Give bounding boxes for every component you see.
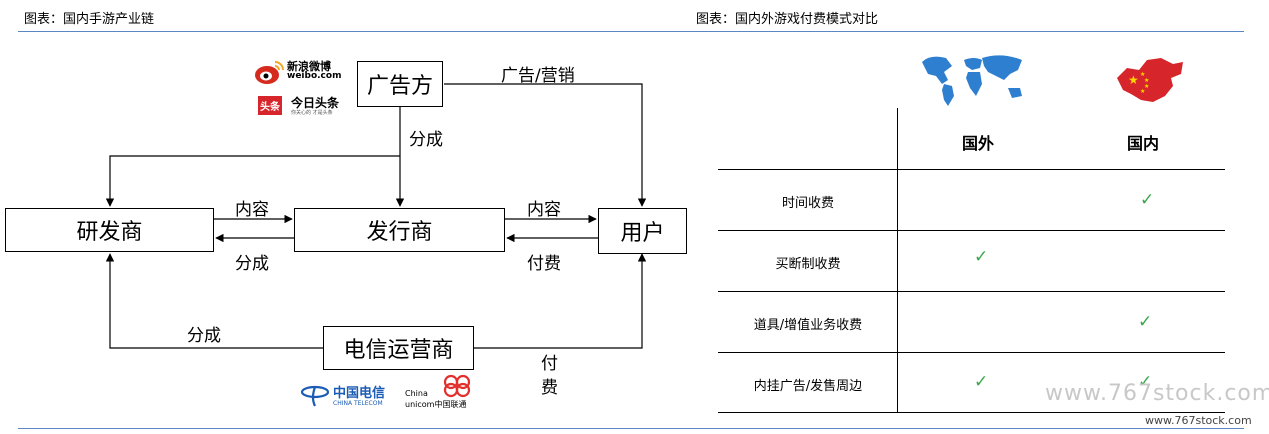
label-pub-user-content: 内容: [527, 200, 561, 220]
svg-text:★: ★: [1128, 73, 1139, 87]
unicom-knot-icon: [443, 374, 471, 398]
unicom-en1-text: China: [405, 389, 428, 398]
watermark-small: www.767stock.com: [1145, 414, 1252, 427]
weibo-en-text: weibo.com: [287, 71, 342, 81]
svg-text:★: ★: [1140, 71, 1145, 78]
weibo-eye-icon: [255, 61, 284, 84]
edge-telecom-to-dev: [105, 253, 323, 349]
weibo-cn-text: 新浪微博: [287, 60, 331, 73]
left-figure-title: 图表：国内手游产业链: [24, 12, 155, 27]
check-foreign: ✓: [974, 247, 989, 267]
china-telecom-logo: 中国电信 CHINA TELECOM: [300, 380, 400, 412]
edge-ad-to-developer: [105, 155, 400, 207]
table-row-divider: [718, 412, 1225, 413]
svg-text:★: ★: [1144, 77, 1149, 84]
watermark-large: www.767stock.com: [1045, 381, 1269, 406]
label-ad-share: 分成: [409, 130, 443, 150]
check-domestic: ✓: [1140, 190, 1155, 210]
edge-ad-to-user: [444, 83, 647, 207]
label-telecom-pay-2: 费: [541, 378, 558, 398]
right-figure-title: 图表：国内外游戏付费模式对比: [696, 12, 879, 27]
svg-text:★: ★: [1144, 83, 1149, 90]
table-row-label: 时间收费: [781, 196, 834, 211]
check-foreign: ✓: [974, 372, 989, 392]
table-row-divider: [718, 169, 1225, 170]
label-telecom-pay-1: 付: [541, 354, 558, 374]
node-publisher: 发行商: [294, 208, 505, 252]
check-domestic: ✓: [1138, 312, 1153, 332]
column-header-foreign: 国外: [962, 134, 995, 153]
footer-rule: [18, 428, 1244, 429]
table-vertical-divider: [897, 108, 898, 412]
column-header-domestic: 国内: [1127, 134, 1160, 153]
edge-telecom-to-user: [474, 253, 647, 349]
check-domestic: ✓: [1138, 372, 1153, 392]
label-dev-pub-content: 内容: [235, 200, 269, 220]
china-map-icon: ★ ★ ★ ★ ★: [1117, 58, 1183, 102]
node-telecom: 电信运营商: [323, 326, 474, 370]
header-rule: [18, 31, 1244, 32]
label-ad-marketing: 广告/营销: [501, 66, 575, 86]
china-unicom-logo: China unicom中国联通: [405, 373, 485, 413]
svg-text:★: ★: [1140, 88, 1145, 95]
world-map-icon: [922, 55, 1022, 106]
unicom-en2-text: unicom中国联通: [405, 400, 467, 409]
table-row-label: 道具/增值业务收费: [753, 318, 863, 333]
toutiao-slogan: 你关心的 才是头条: [291, 110, 333, 116]
telecom-cn-text: 中国电信: [333, 386, 386, 401]
telecom-en-text: CHINA TELECOM: [333, 400, 383, 407]
table-row-divider: [718, 291, 1225, 292]
node-developer: 研发商: [5, 208, 214, 252]
toutiao-badge: 头条: [258, 96, 282, 115]
telecom-swirl-icon: [300, 385, 330, 407]
weibo-logo: 新浪微博 weibo.com: [253, 56, 349, 86]
label-telecom-share: 分成: [187, 326, 221, 346]
table-row-label: 买断制收费: [775, 257, 841, 272]
table-row-label: 内挂广告/发售周边: [753, 379, 863, 394]
node-user: 用户: [598, 208, 687, 254]
label-pub-dev-share: 分成: [235, 254, 269, 274]
label-user-pub-pay: 付费: [527, 254, 561, 274]
node-advertiser: 广告方: [357, 61, 443, 107]
toutiao-logo: 头条 今日头条 你关心的 才是头条: [258, 94, 348, 116]
diagram-connectors: [105, 83, 647, 349]
toutiao-name: 今日头条: [291, 96, 340, 110]
table-row-divider: [718, 352, 1225, 353]
table-row-divider: [718, 230, 1225, 231]
